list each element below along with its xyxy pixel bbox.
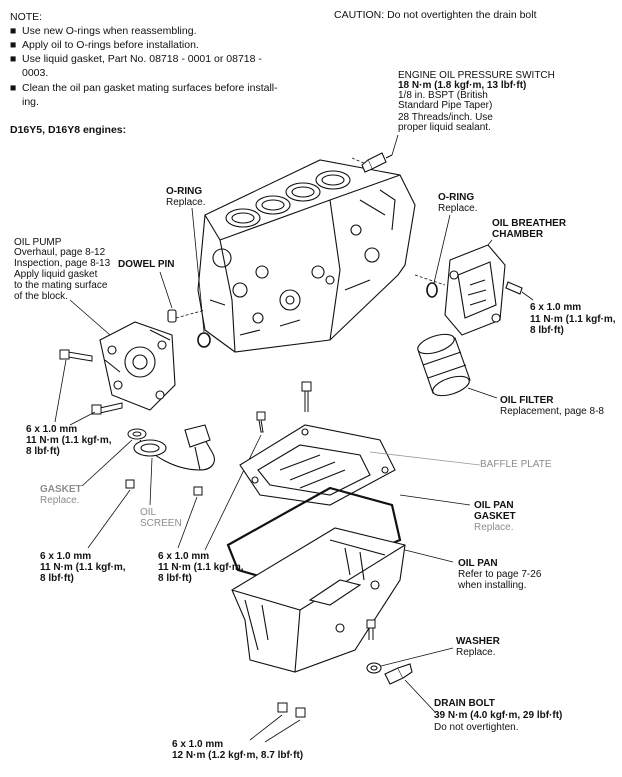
gasket-label: GASKET [40,484,82,495]
screen-bolt-mid-size: 6 x 1.0 mm [158,551,210,562]
pump-bolt-torque: 11 N·m (1.1 kgf·m, [26,435,112,446]
switch-leader [391,134,399,156]
oil-screen [133,424,215,471]
o-ring-left [197,332,211,348]
oil-pump-note: Apply liquid gasket [14,269,98,280]
o-ring-right-label: O-RING [438,192,475,203]
washer-label: WASHER [456,636,500,647]
bullet-icon: ■ [10,53,17,65]
oil-pan [231,527,406,673]
gasket-note: Replace. [40,495,80,506]
breather-bolt-torque: 11 N·m (1.1 kgf·m, [530,314,616,325]
breather-label: OIL BREATHER [492,218,567,229]
o-ring-left-label: O-RING [166,186,203,197]
o-ring-right [426,282,438,298]
note-item: ■Apply oil to O-rings before installatio… [10,39,199,51]
switch-label-line: 28 Threads/inch. Use [398,112,493,123]
o-ring-right-note: Replace. [438,203,478,214]
oil-pump-bolt-lower [91,402,123,415]
oil-filter-note: Replacement, page 8-8 [500,406,604,417]
oil-breather-chamber [444,244,523,336]
oil-screen-label: OIL [140,507,157,518]
oil-pump [99,321,176,411]
oil-pump-note: of the block. [14,291,68,302]
pan-gasket-label-2: GASKET [474,511,516,522]
pump-bolt-size: 6 x 1.0 mm [26,424,78,435]
breather-label-2: CHAMBER [492,229,544,240]
oil-pump-note: Inspection, page 8-13 [14,258,111,269]
engine-block [197,159,416,353]
switch-label-line: 1/8 in. BSPT (British [398,90,488,101]
oil-pump-note: to the mating surface [14,280,108,291]
breather-bolt-size: 6 x 1.0 mm [530,302,582,313]
note-item: ■Use new O-rings when reassembling. [10,25,197,37]
switch-label-torque: 18 N·m (1.8 kgf·m, 13 lbf·ft) [398,80,527,91]
oil-pan-note-2: when installing. [458,580,527,591]
drain-bolt-note: Do not overtighten. [434,722,519,733]
breather-bolt-torque-2: 8 lbf·ft) [530,325,564,336]
washer-note: Replace. [456,647,496,658]
pan-bolt-torque: 12 N·m (1.2 kgf·m, 8.7 lbf·ft) [172,750,304,761]
caution-text: CAUTION: Do not overtighten the drain bo… [334,9,537,21]
switch-label-line: proper liquid sealant. [398,122,491,133]
note-heading: NOTE: [10,11,43,23]
switch-label-line: Standard Pipe Taper) [398,100,493,111]
oil-pan-label: OIL PAN [458,558,498,569]
bullet-icon: ■ [10,82,17,94]
bullet-icon: ■ [10,25,17,37]
oil-pressure-switch [361,152,393,173]
pan-bolt-size: 6 x 1.0 mm [172,739,224,750]
oil-filter [417,333,471,397]
baffle-plate [239,424,396,506]
baffle-bolt [301,381,312,412]
oil-filter-label: OIL FILTER [500,395,554,406]
pan-bolts [277,702,306,718]
o-ring-left-leader [191,207,205,333]
oil-pump-bolt-upper [59,349,93,362]
dowel-pin-label: DOWEL PIN [118,259,175,270]
bullet-icon: ■ [10,39,17,51]
pan-gasket-note: Replace. [474,522,514,533]
drain-bolt-label: DRAIN BOLT [434,698,495,709]
oil-pump-label: OIL PUMP [14,237,62,248]
screen-bolt-left-torque-2: 8 lbf·ft) [40,573,74,584]
baffle-plate-label: BAFFLE PLATE [480,459,552,470]
note-item-cont: 0003. [22,67,49,79]
screen-bolt-mid-torque-2: 8 lbf·ft) [158,573,192,584]
engines-label: D16Y5, D16Y8 engines: [10,124,127,136]
drain-bolt [384,663,413,685]
note-item: ■Use liquid gasket, Part No. 08718 - 000… [10,53,262,65]
oil-pump-note: Overhaul, page 8-12 [14,247,106,258]
oil-screen-label-2: SCREEN [140,518,182,529]
screen-bolt-mid-torque: 11 N·m (1.1 kgf·m, [158,562,244,573]
o-ring-left-note: Replace. [166,197,206,208]
dowel-pin [167,309,177,323]
screen-bolt-left-size: 6 x 1.0 mm [40,551,92,562]
o-ring-right-leader [433,214,451,284]
washer [366,662,382,674]
pan-gasket-label: OIL PAN [474,500,514,511]
pump-bolt-torque-2: 8 lbf·ft) [26,446,60,457]
pan-side-bolt [366,619,376,640]
note-item: ■Clean the oil pan gasket mating surface… [10,82,278,94]
drain-bolt-torque: 39 N·m (4.0 kgf·m, 29 lbf·ft) [434,710,563,721]
small-gasket [127,428,147,440]
oil-pan-note: Refer to page 7-26 [458,569,542,580]
screen-bolts [125,411,266,496]
screen-bolt-left-torque: 11 N·m (1.1 kgf·m, [40,562,126,573]
switch-label-title: ENGINE OIL PRESSURE SWITCH [398,70,555,81]
oil-pan-gasket [226,486,402,587]
note-item-cont: ing. [22,96,39,108]
